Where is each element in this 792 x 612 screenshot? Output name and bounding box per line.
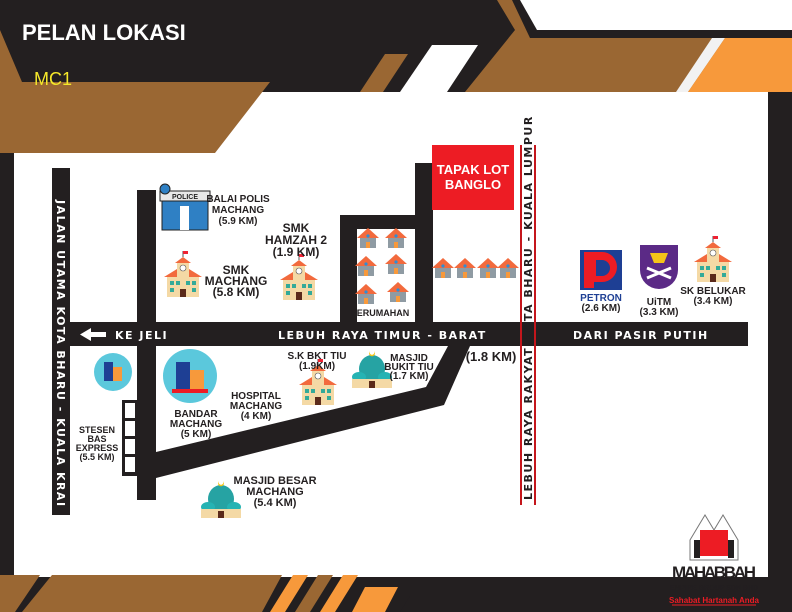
- svg-text:(5.5 KM): (5.5 KM): [79, 452, 114, 462]
- svg-text:(1.7 KM): (1.7 KM): [390, 371, 429, 382]
- svg-text:(2.6 KM): (2.6 KM): [582, 303, 621, 314]
- svg-text:MACHANG: MACHANG: [230, 401, 282, 412]
- label-masjid-bukit-tiu: MASJID BUKIT TIU (1.7 KM): [384, 353, 433, 382]
- highway-distance: (1.8 KM): [466, 349, 517, 364]
- police-station-icon: POLICE: [159, 183, 211, 231]
- svg-text:STESEN: STESEN: [79, 425, 115, 435]
- svg-text:HOSPITAL: HOSPITAL: [231, 391, 281, 402]
- svg-text:(3.3 KM): (3.3 KM): [640, 307, 679, 318]
- svg-text:EMPIRE GROUP SDN BHD: EMPIRE GROUP SDN BHD: [670, 585, 758, 592]
- svg-text:(5.9 KM): (5.9 KM): [219, 216, 258, 227]
- svg-text:MACHANG: MACHANG: [212, 205, 264, 216]
- site-marker[interactable]: TAPAK LOT BANGLO: [432, 145, 514, 210]
- label-police: BALAI POLIS MACHANG (5.9 KM): [206, 194, 270, 227]
- town-icon: [163, 349, 217, 403]
- page-title: PELAN LOKASI: [22, 20, 186, 45]
- road-label-ke-jeli: KE JELI: [115, 329, 168, 342]
- town-icon: [94, 353, 132, 391]
- road-label-left: JALAN UTAMA KOTA BHARU - KUALA KRAI: [54, 199, 67, 508]
- label-hospital: HOSPITAL MACHANG (4 KM): [230, 391, 282, 422]
- svg-text:(5 KM): (5 KM): [181, 429, 212, 440]
- svg-text:(3.4 KM): (3.4 KM): [694, 296, 733, 307]
- svg-text:UiTM: UiTM: [647, 297, 671, 308]
- svg-text:(5.4 KM): (5.4 KM): [254, 497, 297, 509]
- label-bus-station: STESEN BAS EXPRESS (5.5 KM): [76, 425, 119, 462]
- svg-text:MASJID: MASJID: [390, 353, 428, 364]
- road-label-pasir-putih: DARI PASIR PUTIH: [573, 329, 709, 342]
- roads: [52, 163, 748, 515]
- label-masjid-besar: MASJID BESAR MACHANG (5.4 KM): [233, 475, 316, 509]
- svg-text:MACHANG: MACHANG: [205, 274, 268, 288]
- label-bandar: BANDAR MACHANG (5 KM): [170, 409, 222, 440]
- svg-text:(1.9KM): (1.9KM): [299, 361, 335, 372]
- svg-text:HAMZAH 2: HAMZAH 2: [265, 233, 327, 247]
- uitm-logo: [640, 245, 678, 289]
- svg-text:BAS: BAS: [87, 434, 106, 444]
- svg-text:SK BELUKAR: SK BELUKAR: [680, 286, 746, 297]
- svg-text:MACHANG: MACHANG: [246, 486, 303, 498]
- svg-text:PETRON: PETRON: [580, 293, 622, 304]
- subtitle-banner: [0, 30, 270, 153]
- svg-text:Sahabat Hartanah Anda: Sahabat Hartanah Anda: [669, 596, 759, 605]
- west-arrow-icon: [80, 328, 106, 341]
- label-smk-hamzah: SMK HAMZAH 2 (1.9 KM): [265, 221, 327, 259]
- svg-text:TAPAK LOT: TAPAK LOT: [437, 162, 510, 177]
- label-uitm: UiTM (3.3 KM): [640, 297, 679, 318]
- svg-text:(4 KM): (4 KM): [241, 411, 272, 422]
- svg-text:MACHANG: MACHANG: [170, 419, 222, 430]
- svg-text:MAHABBAH: MAHABBAH: [672, 563, 756, 582]
- label-sk-bkt-tiu: S.K BKT TIU (1.9KM): [288, 351, 347, 372]
- svg-text:EXPRESS: EXPRESS: [76, 443, 119, 453]
- label-perumahan: PERUMAHAN: [351, 308, 410, 318]
- svg-text:(5.8 KM): (5.8 KM): [213, 285, 260, 299]
- svg-text:MASJID BESAR: MASJID BESAR: [233, 475, 316, 487]
- svg-text:(1.9 KM): (1.9 KM): [273, 245, 320, 259]
- svg-text:POLICE: POLICE: [172, 194, 198, 201]
- label-sk-belukar: SK BELUKAR (3.4 KM): [680, 286, 746, 307]
- mahabbah-logo: MAHABBAH EMPIRE GROUP SDN BHD Sahabat Ha…: [669, 514, 760, 606]
- svg-text:SMK: SMK: [223, 263, 250, 277]
- svg-text:BALAI POLIS: BALAI POLIS: [206, 194, 270, 205]
- road-label-main: LEBUH RAYA TIMUR - BARAT: [278, 329, 487, 342]
- svg-text:SMK: SMK: [283, 221, 310, 235]
- svg-text:BANGLO: BANGLO: [445, 177, 501, 192]
- petron-logo: [580, 250, 622, 290]
- page-subtitle: MC1: [34, 69, 72, 89]
- label-petron: PETRON (2.6 KM): [580, 293, 622, 314]
- svg-text:BANDAR: BANDAR: [174, 409, 218, 420]
- svg-text:BUKIT TIU: BUKIT TIU: [384, 362, 433, 373]
- label-smk-machang: SMK MACHANG (5.8 KM): [205, 263, 268, 299]
- svg-text:S.K BKT TIU: S.K BKT TIU: [288, 351, 347, 362]
- road-label-highway: LEBUH RAYA RAKYAT KOTA BHARU - KUALA LUM…: [522, 115, 535, 500]
